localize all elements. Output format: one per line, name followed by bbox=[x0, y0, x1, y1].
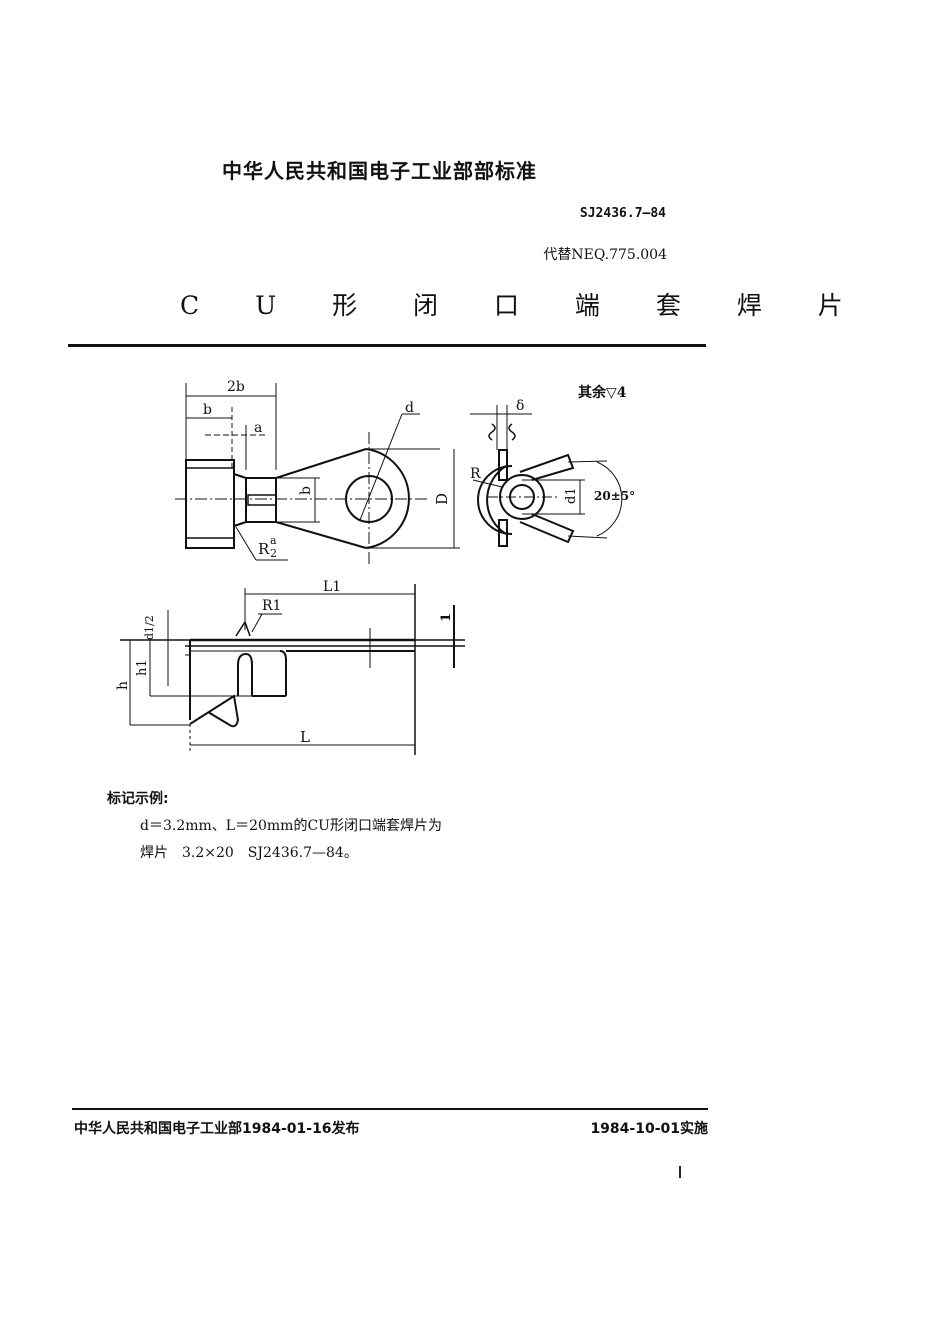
page-mark bbox=[679, 1166, 681, 1178]
label-2b: 2b bbox=[227, 379, 245, 395]
label-d1-half: d1/2 bbox=[143, 615, 156, 640]
marking-example-line-1: d＝3.2mm、L＝20mm的CU形闭口端套焊片为 bbox=[140, 818, 442, 834]
label-L1: L1 bbox=[323, 579, 341, 595]
label-frac-2: 2 bbox=[270, 547, 277, 560]
document-title: C U 形 闭 口 端 套 焊 片 bbox=[180, 291, 867, 320]
marking-example-heading: 标记示例: bbox=[107, 791, 169, 807]
header-divider bbox=[68, 344, 706, 347]
marking-example-line-2: 焊片 3.2×20 SJ2436.7—84。 bbox=[140, 845, 358, 861]
label-delta: δ bbox=[516, 398, 524, 414]
label-d1: d1 bbox=[564, 487, 579, 504]
front-view bbox=[175, 383, 460, 565]
technical-drawing: 其余▽4 2b b a d b D R a 2 δ R d1 20±5° L1 … bbox=[115, 379, 635, 755]
effective-date: 1984-10-01实施 bbox=[590, 1121, 708, 1137]
label-b-top: b bbox=[203, 402, 212, 418]
label-angle: 20±5° bbox=[594, 489, 635, 503]
side-view bbox=[470, 405, 623, 547]
label-d: d bbox=[405, 400, 414, 416]
label-R-front: R bbox=[258, 540, 270, 558]
label-t: 1 bbox=[439, 613, 454, 622]
label-b-side: b bbox=[298, 486, 314, 495]
label-R1: R1 bbox=[262, 598, 281, 614]
label-frac-a: a bbox=[270, 534, 277, 547]
label-D: D bbox=[433, 493, 451, 505]
standard-number: SJ2436.7—84 bbox=[579, 206, 666, 221]
bottom-view bbox=[120, 584, 465, 755]
organization-standard-heading: 中华人民共和国电子工业部部标准 bbox=[222, 159, 537, 183]
roughness-note: 其余▽4 bbox=[578, 384, 627, 401]
label-a: a bbox=[254, 420, 262, 436]
label-h1: h1 bbox=[135, 659, 150, 676]
issued-date: 中华人民共和国电子工业部1984-01-16发布 bbox=[74, 1121, 360, 1137]
footer-divider bbox=[72, 1108, 708, 1110]
replaces-standard: 代替NEQ.775.004 bbox=[543, 247, 667, 263]
label-h: h bbox=[115, 681, 131, 690]
label-L: L bbox=[300, 728, 310, 746]
label-R-side: R bbox=[470, 466, 481, 482]
